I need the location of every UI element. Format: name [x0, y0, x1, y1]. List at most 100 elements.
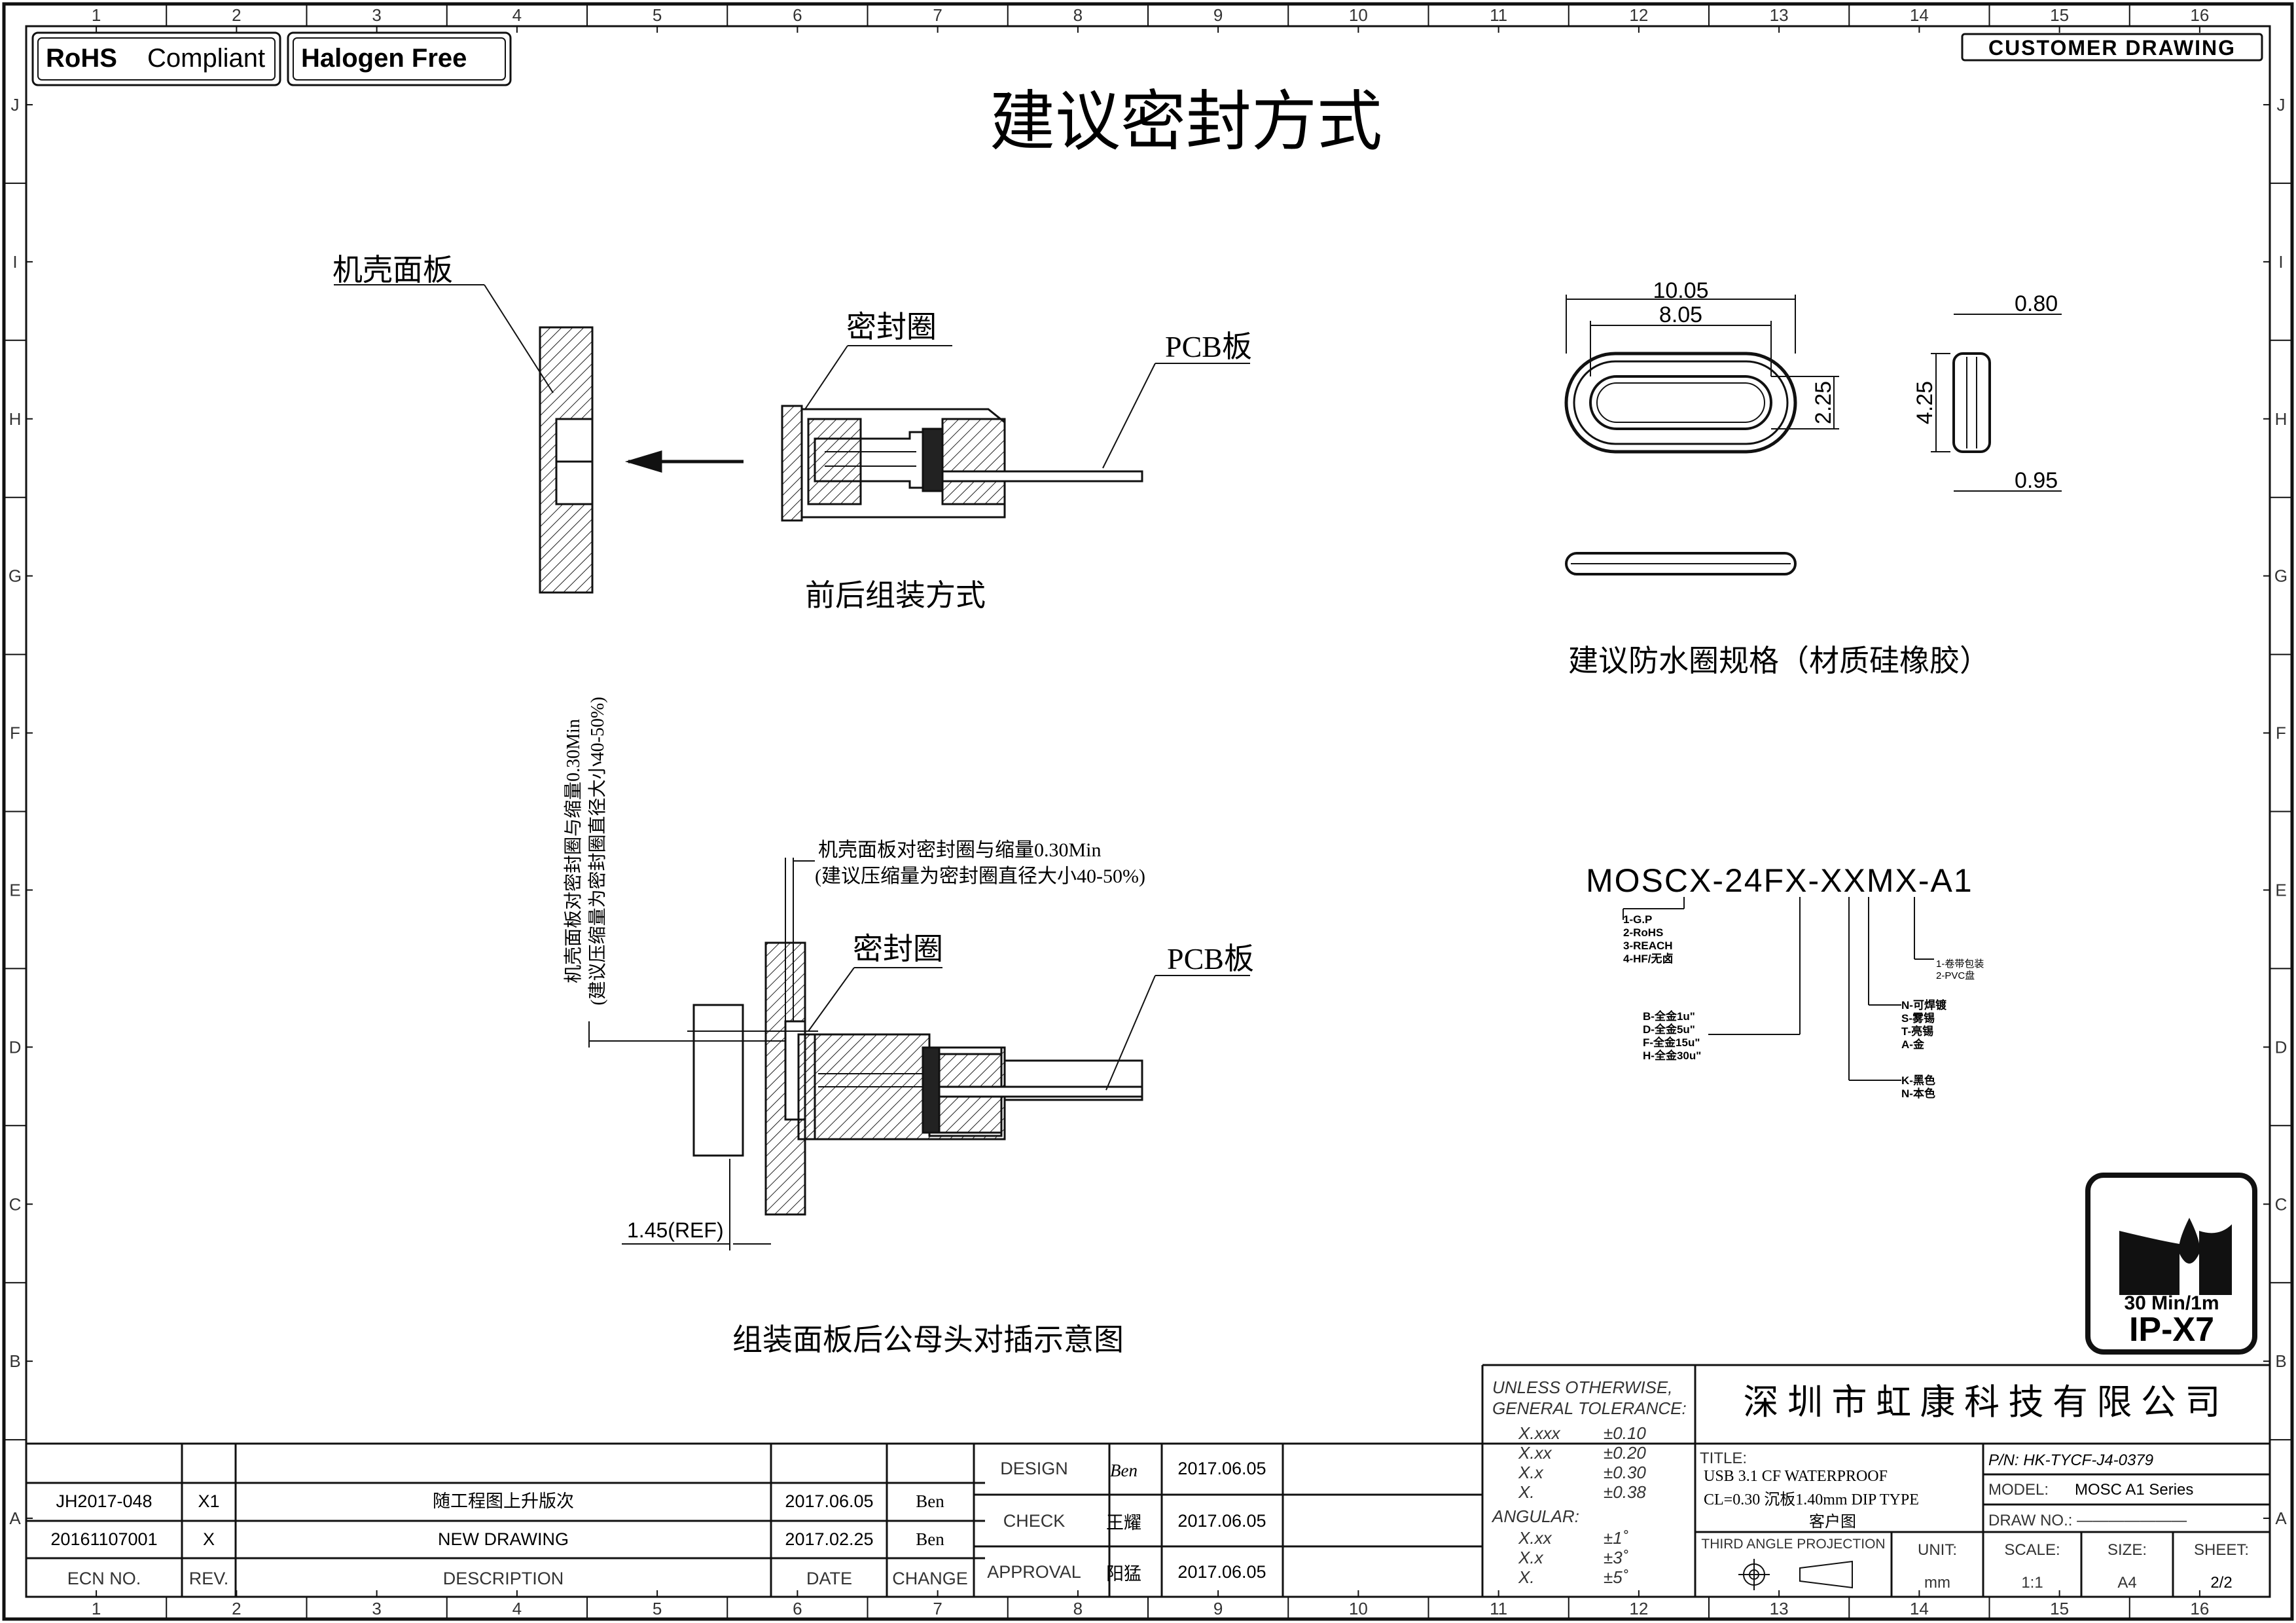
ipx7-line1: 30 Min/1m [2124, 1292, 2219, 1314]
halogen-text: Halogen Free [301, 44, 467, 73]
grid-row-label: F [10, 723, 20, 743]
tb-title-line1: USB 3.1 CF WATERPROOF [1704, 1468, 1888, 1485]
approval-label: CHECK [1003, 1511, 1066, 1531]
grid-col-label: 10 [1349, 5, 1368, 25]
grid-row-label: H [9, 409, 22, 429]
grid-col-label: 12 [1629, 5, 1648, 25]
grid-row-label: G [9, 566, 22, 586]
tol-key: X.xx [1518, 1443, 1552, 1463]
view1-seal-label: 密封圈 [846, 310, 937, 344]
tol-val: ±0.10 [1604, 1423, 1646, 1443]
dim-8-05: 8.05 [1659, 302, 1702, 327]
opt1-item: 1-G.P [1623, 913, 1652, 926]
tb-model-label: MODEL: [1988, 1481, 2049, 1499]
view2-vertical-note-2: (建议压缩量为密封圈直径大小40-50%) [587, 697, 608, 1005]
grid-row-label: B [2275, 1351, 2286, 1371]
opt1-item: 4-HF/无卤 [1623, 952, 1674, 965]
approval-date: 2017.06.05 [1177, 1511, 1266, 1531]
grid-col-label: 9 [1213, 1599, 1223, 1618]
dim-10-05: 10.05 [1653, 278, 1708, 303]
grid-row-label: H [2275, 409, 2287, 429]
approval-block: DESIGN Ben 2017.06.05 CHECK 王耀 2017.06.0… [987, 1459, 1266, 1584]
view1-panel-label: 机壳面板 [332, 253, 453, 287]
projection-symbol-icon [1738, 1559, 1853, 1590]
grid-col-label: 10 [1349, 1599, 1368, 1618]
grid-col-label: 4 [512, 5, 522, 25]
customer-drawing-badge: CUSTOMER DRAWING [1961, 33, 2263, 62]
grid-col-label: 14 [1910, 1599, 1929, 1618]
grid-col-label: 5 [653, 5, 662, 25]
rev-row-rev: X [203, 1529, 215, 1549]
opt2-item: D-全金5u" [1643, 1023, 1695, 1036]
opt1-item: 3-REACH [1623, 939, 1673, 952]
opt5-item: 1-卷带包装 [1936, 958, 1984, 970]
tb-title-line3: 客户图 [1809, 1513, 1856, 1531]
view2-vertical-note-1: 机壳面板对密封圈与缩量0.30Min [563, 719, 584, 983]
title-block-lines [26, 1364, 2270, 1597]
customer-drawing-text: CUSTOMER DRAWING [1988, 36, 2236, 60]
approval-name: 王耀 [1106, 1513, 1141, 1533]
grid-row-label: D [2275, 1037, 2287, 1057]
rev-row-desc: NEW DRAWING [438, 1529, 569, 1549]
tb-part-number: P/N: HK-TYCF-J4-0379 [1988, 1451, 2153, 1469]
rev-row-rev: X1 [198, 1491, 219, 1511]
tb-scale: 1:1 [2021, 1574, 2043, 1592]
rev-header-date: DATE [806, 1569, 852, 1588]
rev-header-change: CHANGE [892, 1569, 968, 1588]
rev-row-desc: 随工程图上升版次 [433, 1491, 574, 1511]
company-name: 深 圳 市 虹 康 科 技 有 限 公 司 [1744, 1383, 2221, 1422]
approval-name: Ben [1110, 1461, 1138, 1480]
partno-options: 1-G.P 2-RoHS 3-REACH 4-HF/无卤 B-全金1u" D-全… [1623, 913, 1984, 1100]
grid-col-label: 11 [1490, 5, 1507, 25]
rev-row-change: Ben [916, 1529, 944, 1549]
rev-row-date: 2017.02.25 [785, 1529, 873, 1549]
water-drop-icon [2179, 1218, 2200, 1264]
grid-col-label: 16 [2190, 1599, 2209, 1618]
tb-sheet: 2/2 [2210, 1574, 2232, 1592]
grid-col-label: 1 [92, 1599, 101, 1618]
tol-val: ±3˚ [1604, 1548, 1628, 1567]
tb-projection-label: THIRD ANGLE PROJECTION [1701, 1537, 1885, 1552]
opt4-item: N-本色 [1901, 1087, 1935, 1100]
opt1-item: 2-RoHS [1623, 926, 1663, 939]
grid-col-label: 6 [793, 1599, 802, 1618]
view1-assembly [334, 284, 1250, 594]
title-block: TITLE: USB 3.1 CF WATERPROOF CL=0.30 沉板1… [1700, 1450, 2249, 1592]
view2-pcb-label: PCB板 [1167, 942, 1254, 976]
view1-caption: 前后组装方式 [805, 579, 986, 612]
grid-row-label: E [2275, 880, 2286, 900]
rohs-rest-text: Compliant [147, 44, 265, 73]
grid-row-label: G [2274, 566, 2287, 586]
grid-col-label: 4 [512, 1599, 522, 1618]
tol-key: X.xxx [1518, 1423, 1561, 1443]
tb-size: A4 [2117, 1574, 2136, 1592]
view2-note-line2: (建议压缩量为密封圈直径大小40-50%) [815, 866, 1145, 887]
opt3-item: A-金 [1901, 1038, 1925, 1051]
tb-sheet-label: SHEET: [2194, 1541, 2249, 1559]
grid-row-label: I [2278, 252, 2283, 272]
tol-key: X.x [1518, 1548, 1544, 1567]
grid-col-label: 15 [2050, 1599, 2069, 1618]
grid-col-label: 3 [372, 5, 381, 25]
rohs-badge: RoHS Compliant [31, 31, 281, 86]
view2-ref-dim: 1.45(REF) [627, 1218, 724, 1242]
dim-4-25: 4.25 [1912, 381, 1937, 424]
main-title: 建议密封方式 [990, 86, 1382, 158]
grid-row-label: C [2275, 1194, 2287, 1214]
ipx7-line2: IP-X7 [2129, 1311, 2214, 1349]
ipx7-badge: 30 Min/1m IP-X7 [2085, 1173, 2257, 1355]
part-number-code: MOSCX-24FX-XXMX-A1 [1586, 862, 1973, 899]
halogen-badge: Halogen Free [287, 31, 512, 86]
grid-row-label: I [12, 252, 17, 272]
grid-col-label: 16 [2190, 5, 2209, 25]
opt5-item: 2-PVC盘 [1936, 970, 1975, 981]
grid-col-label: 12 [1629, 1599, 1648, 1618]
grid-col-label: 3 [372, 1599, 381, 1618]
grid-ticks [4, 4, 2292, 1619]
tol-angular: ANGULAR: [1491, 1506, 1579, 1526]
tb-draw-no: DRAW NO.: ——————— [1988, 1512, 2187, 1529]
tol-head2: GENERAL TOLERANCE: [1492, 1398, 1687, 1418]
approval-date: 2017.06.05 [1177, 1459, 1266, 1478]
